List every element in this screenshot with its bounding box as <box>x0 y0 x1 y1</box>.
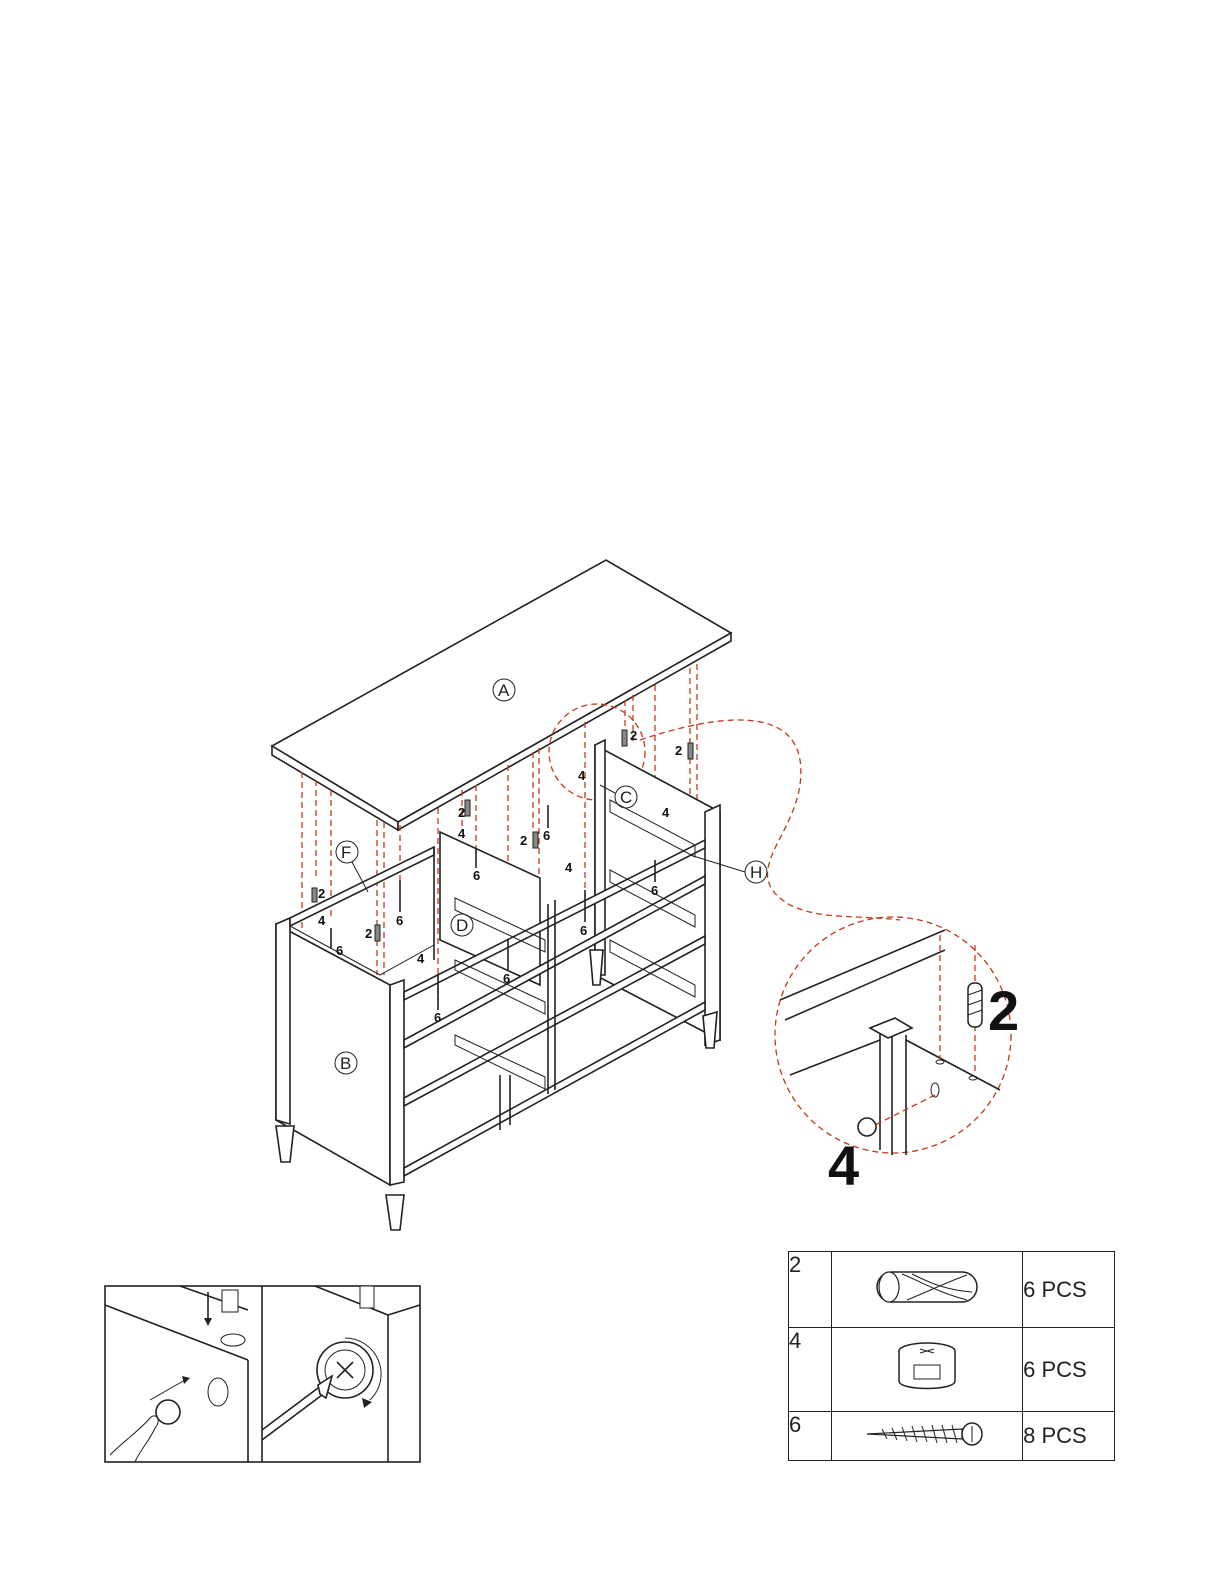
screw-callout: 6 <box>543 828 550 843</box>
screw-callout: 6 <box>580 923 587 938</box>
screw-callout: 6 <box>434 1010 441 1025</box>
dresser-frame: B D <box>276 740 720 1230</box>
cam-callout: 4 <box>662 805 670 820</box>
cam-lock-icon <box>832 1328 1023 1412</box>
part-label-d: D <box>456 916 468 935</box>
screw-callout: 6 <box>503 971 510 986</box>
part-number: 4 <box>789 1328 832 1412</box>
screw-icon <box>832 1412 1023 1461</box>
cam-callout: 4 <box>318 913 326 928</box>
cam-callout: 4 <box>458 826 466 841</box>
dowel-callout: 2 <box>318 886 325 901</box>
part-label-f: F <box>341 843 351 862</box>
part-quantity: 6 PCS <box>1023 1252 1115 1328</box>
detail-view: 2 4 <box>775 917 1019 1197</box>
detail-dowel-label: 2 <box>988 979 1019 1042</box>
part-quantity: 6 PCS <box>1023 1328 1115 1412</box>
table-row: 6 8 PCS <box>789 1412 1115 1461</box>
screw-callout: 6 <box>396 913 403 928</box>
part-label-h: H <box>750 863 762 882</box>
dowel-callout: 2 <box>458 805 465 820</box>
table-row: 4 6 PCS <box>789 1328 1115 1412</box>
screw-callout: 6 <box>473 868 480 883</box>
dowel-callout: 2 <box>520 833 527 848</box>
part-number: 6 <box>789 1412 832 1461</box>
part-label-c: C <box>620 788 632 807</box>
cam-callout: 4 <box>417 951 425 966</box>
hardware-table: 2 6 PCS 4 6 PCS 6 <box>788 1251 1115 1461</box>
cam-callout: 4 <box>565 860 573 875</box>
part-number: 2 <box>789 1252 832 1328</box>
wooden-dowel-icon <box>832 1252 1023 1328</box>
detail-cam-label: 4 <box>828 1134 859 1197</box>
screw-callout: 6 <box>651 883 658 898</box>
install-instructions <box>105 1286 420 1462</box>
dowel-callout: 2 <box>675 743 682 758</box>
dowel-callout: 2 <box>365 926 372 941</box>
cam-callout: 4 <box>578 768 586 783</box>
dowel-callout: 2 <box>630 728 637 743</box>
screw-callout: 6 <box>336 943 343 958</box>
part-label-b: B <box>340 1054 351 1073</box>
part-label-a: A <box>498 681 510 700</box>
part-quantity: 8 PCS <box>1023 1412 1115 1461</box>
table-row: 2 6 PCS <box>789 1252 1115 1328</box>
